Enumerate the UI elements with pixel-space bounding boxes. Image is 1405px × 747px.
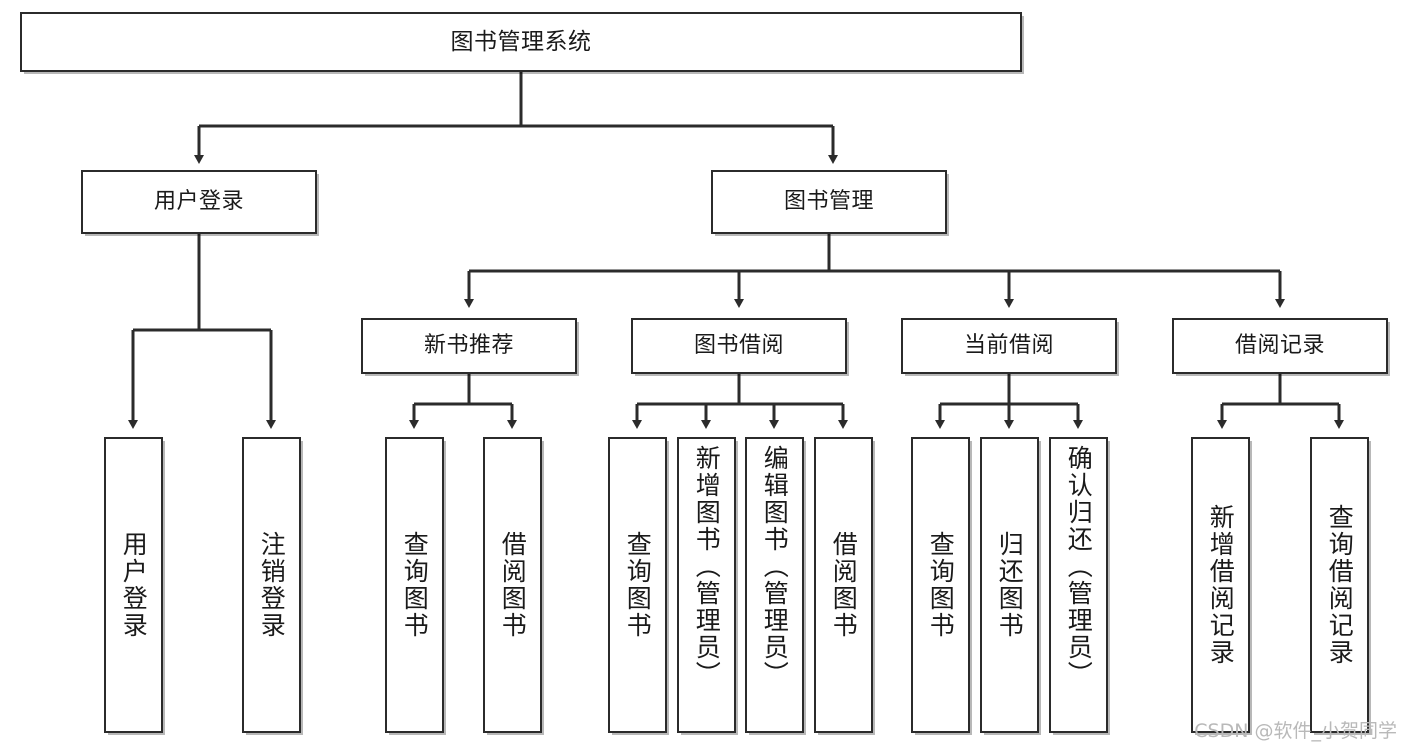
node-current-borrow-label: 当前借阅 [963,333,1054,359]
node-leaf-add-book-label: 新增图书（管理员） [692,445,722,688]
node-leaf-query-book-2[interactable]: 查询图书 [608,437,667,733]
node-current-borrow[interactable]: 当前借阅 [901,318,1117,374]
node-leaf-add-record[interactable]: 新增借阅记录 [1191,437,1250,733]
node-user-login-label: 用户登录 [153,189,244,215]
node-book-management[interactable]: 图书管理 [711,170,947,234]
node-leaf-query-book-1[interactable]: 查询图书 [385,437,444,733]
node-leaf-query-book-2-label: 查询图书 [623,531,653,639]
node-leaf-confirm-return[interactable]: 确认归还（管理员） [1049,437,1108,733]
node-leaf-logout-label: 注销登录 [257,531,287,639]
node-leaf-query-record-label: 查询借阅记录 [1325,504,1355,666]
node-leaf-add-record-label: 新增借阅记录 [1206,504,1236,666]
node-new-book-recommend-label: 新书推荐 [423,333,514,359]
node-borrow-record[interactable]: 借阅记录 [1172,318,1388,374]
node-book-borrow[interactable]: 图书借阅 [631,318,847,374]
node-leaf-return-book[interactable]: 归还图书 [980,437,1039,733]
node-leaf-query-book-3-label: 查询图书 [926,531,956,639]
node-leaf-borrow-book-1-label: 借阅图书 [498,531,528,639]
node-user-login[interactable]: 用户登录 [81,170,317,234]
node-leaf-user-login[interactable]: 用户登录 [104,437,163,733]
node-leaf-borrow-book-2-label: 借阅图书 [829,531,859,639]
node-root-label: 图书管理系统 [450,28,592,55]
node-new-book-recommend[interactable]: 新书推荐 [361,318,577,374]
node-book-management-label: 图书管理 [783,189,874,215]
node-leaf-add-book[interactable]: 新增图书（管理员） [677,437,736,733]
node-leaf-edit-book[interactable]: 编辑图书（管理员） [745,437,804,733]
node-leaf-query-book-3[interactable]: 查询图书 [911,437,970,733]
node-leaf-return-book-label: 归还图书 [995,531,1025,639]
node-leaf-logout[interactable]: 注销登录 [242,437,301,733]
node-leaf-borrow-book-1[interactable]: 借阅图书 [483,437,542,733]
node-root[interactable]: 图书管理系统 [20,12,1022,72]
node-leaf-query-record[interactable]: 查询借阅记录 [1310,437,1369,733]
node-leaf-edit-book-label: 编辑图书（管理员） [760,445,790,688]
node-leaf-borrow-book-2[interactable]: 借阅图书 [814,437,873,733]
node-leaf-query-book-1-label: 查询图书 [400,531,430,639]
node-leaf-user-login-label: 用户登录 [119,531,149,639]
node-leaf-confirm-return-label: 确认归还（管理员） [1064,445,1094,688]
node-book-borrow-label: 图书借阅 [693,333,784,359]
node-borrow-record-label: 借阅记录 [1234,333,1325,359]
